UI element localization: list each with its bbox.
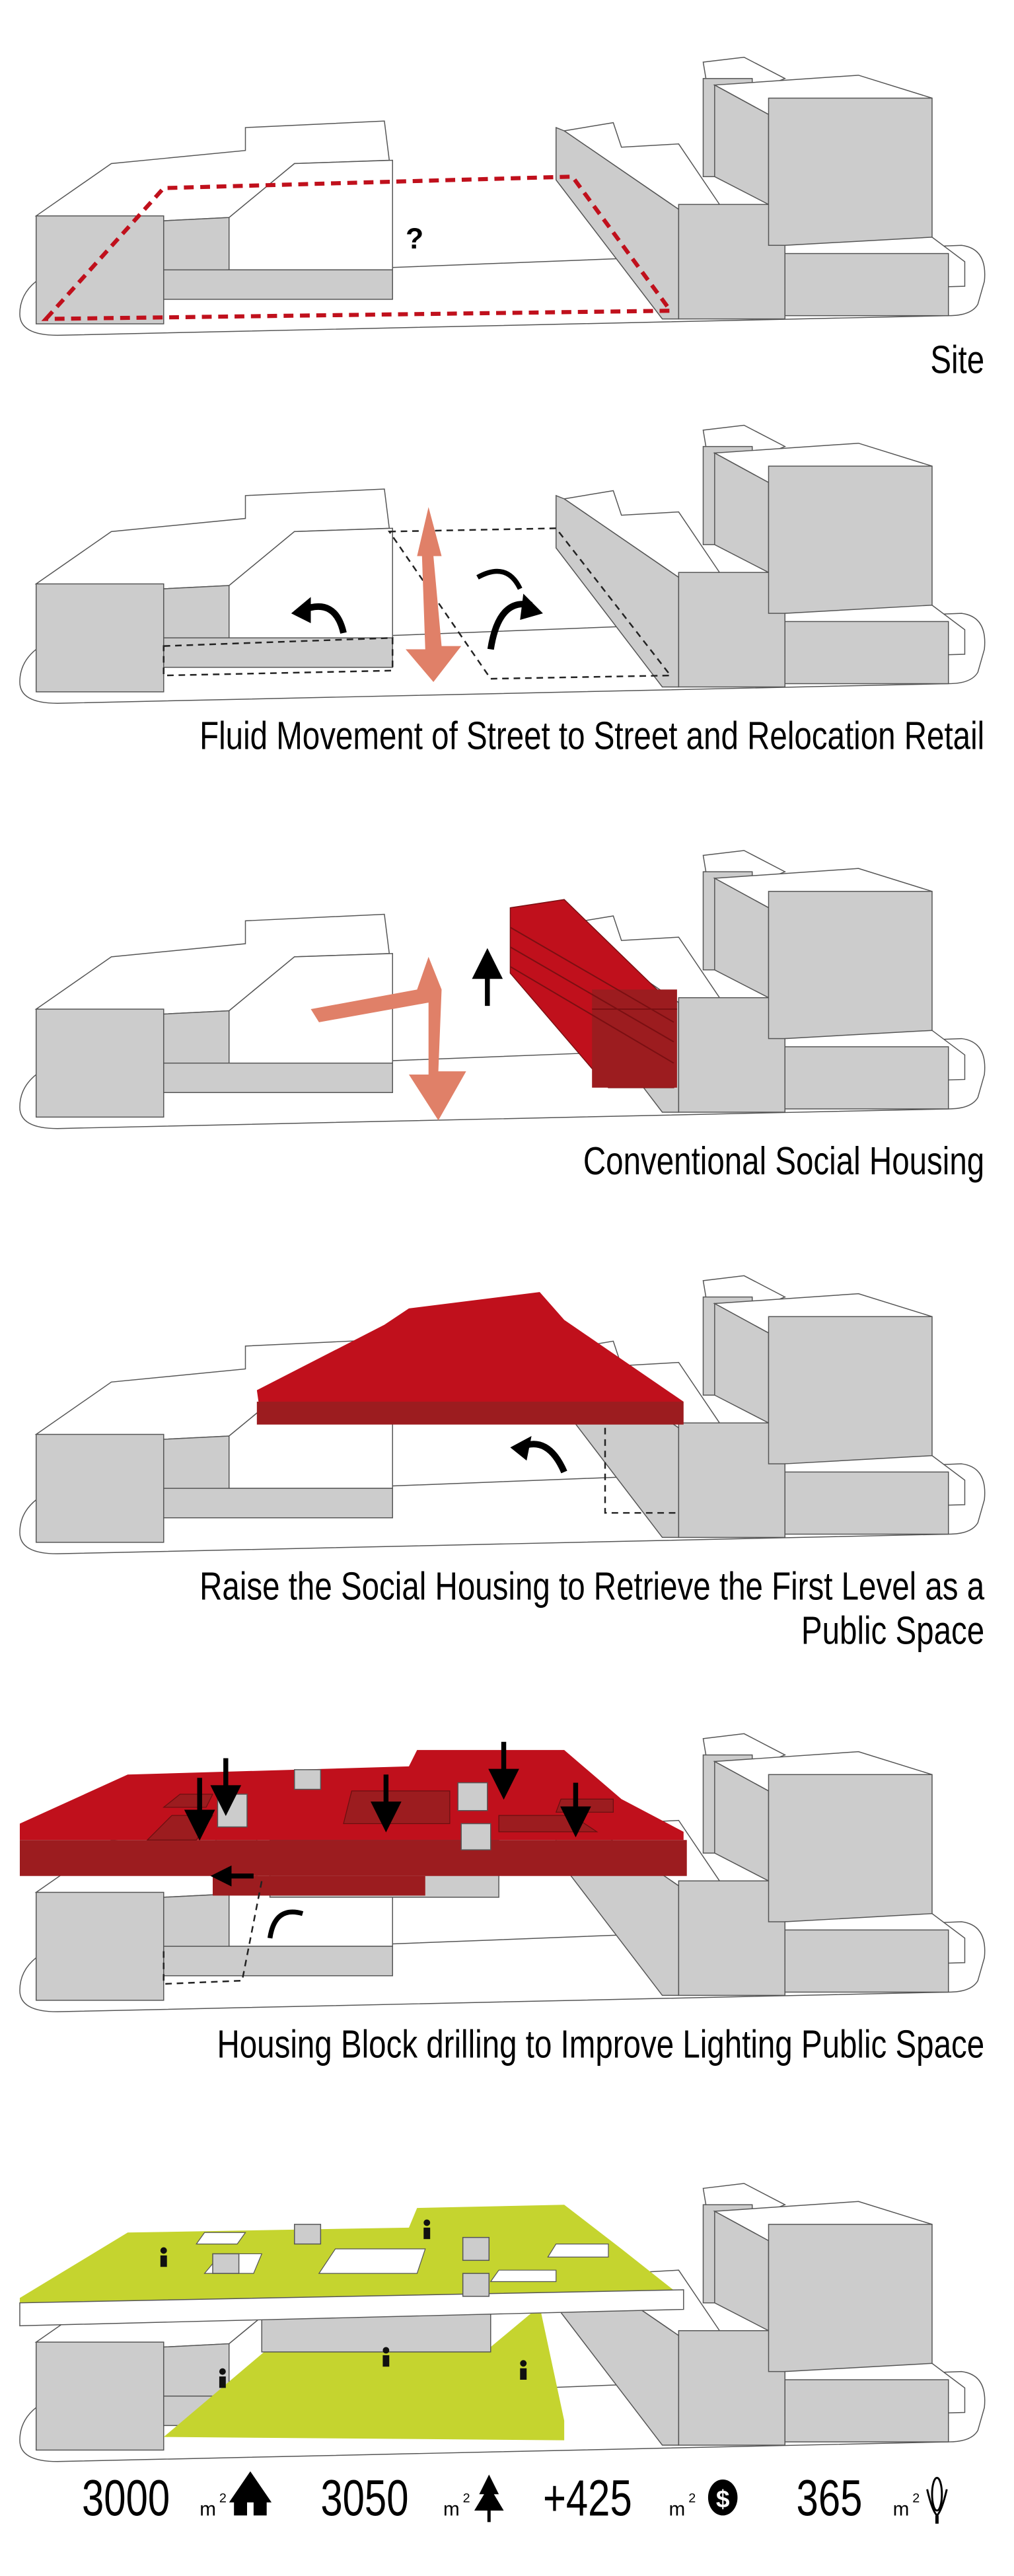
- panel-fluid-movement: Fluid Movement of Street to Street and R…: [19, 424, 986, 758]
- stat-unit: m: [893, 2498, 910, 2520]
- green-roof-slab: [19, 2205, 684, 2327]
- flow-arrow: [310, 956, 466, 1121]
- house-icon: [229, 2471, 272, 2516]
- dollar-icon: $: [707, 2479, 738, 2516]
- drill-arrow-icons: [184, 1741, 591, 1841]
- panel-conventional-housing: Conventional Social Housing: [19, 850, 986, 1183]
- caption-raise-line1: Raise the Social Housing to Retrieve the…: [199, 1564, 984, 1608]
- caption-fluid-movement: Fluid Movement of Street to Street and R…: [199, 714, 984, 758]
- raise-arrow-icon: [472, 948, 503, 1006]
- corn-icon: [926, 2477, 948, 2524]
- stat-green: 3050 m 2: [320, 2470, 504, 2526]
- caption-conventional-housing: Conventional Social Housing: [583, 1139, 984, 1183]
- raised-housing-slab: [256, 1292, 684, 1425]
- panel-green-public-space: [19, 2183, 986, 2462]
- stat-agriculture: 365 m 2: [797, 2470, 948, 2526]
- panel-raised-housing: Raise the Social Housing to Retrieve the…: [19, 1275, 986, 1653]
- stat-value: 365: [797, 2470, 863, 2526]
- stat-commercial: +425 m 2 $: [543, 2470, 738, 2526]
- stat-unit: m: [669, 2498, 686, 2520]
- stat-value: +425: [543, 2470, 632, 2526]
- person-icons: [160, 2219, 527, 2388]
- stat-unit-sup: 2: [463, 2491, 470, 2506]
- caption-site: Site: [930, 338, 984, 381]
- caption-housing-drilling: Housing Block drilling to Improve Lighti…: [217, 2022, 984, 2066]
- stat-unit: m: [443, 2498, 460, 2520]
- stat-unit-sup: 2: [912, 2491, 920, 2506]
- site-boundary: [41, 174, 675, 321]
- svg-text:$: $: [716, 2485, 730, 2513]
- stat-unit-sup: 2: [219, 2491, 227, 2506]
- site-question-mark: ?: [406, 223, 423, 255]
- stat-housing: 3000 m 2: [82, 2470, 272, 2526]
- stat-value: 3050: [320, 2470, 408, 2526]
- flow-arrow: [406, 507, 462, 683]
- panel-housing-drilling: Housing Block drilling to Improve Lighti…: [19, 1733, 986, 2066]
- stat-unit: m: [199, 2498, 216, 2520]
- stat-value: 3000: [82, 2470, 170, 2526]
- stats-row: 3000 m 2 3050 m 2 +425 m 2 $ 365 m 2: [82, 2470, 948, 2526]
- caption-raise-line2: Public Space: [801, 1609, 984, 1652]
- drilled-housing-slab: [19, 1750, 687, 1896]
- panel-site: ? Site: [19, 56, 986, 382]
- tree-icon: [474, 2474, 504, 2522]
- conventional-housing-block: [509, 899, 677, 1088]
- stat-unit-sup: 2: [688, 2491, 696, 2506]
